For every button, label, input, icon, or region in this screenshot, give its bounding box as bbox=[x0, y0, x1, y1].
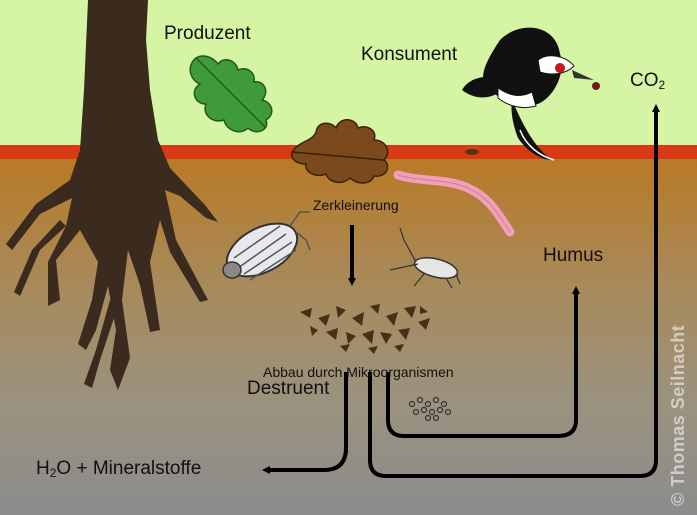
co2-main: CO bbox=[630, 70, 659, 91]
label-mineralstoffe: H2O + Mineralstoffe bbox=[36, 458, 201, 480]
water-rest: O + Mineralstoffe bbox=[56, 458, 201, 479]
label-konsument: Konsument bbox=[361, 44, 457, 66]
label-destruent: Destruent bbox=[247, 378, 329, 400]
label-zerkleinerung: Zerkleinerung bbox=[313, 197, 399, 213]
label-humus: Humus bbox=[543, 245, 603, 267]
water-h: H bbox=[36, 458, 50, 479]
label-co2: CO2 bbox=[630, 70, 665, 92]
co2-subscript: 2 bbox=[659, 78, 666, 92]
copyright-watermark: © Thomas Seilnacht bbox=[668, 325, 689, 506]
seed-icon bbox=[465, 149, 479, 155]
label-produzent: Produzent bbox=[164, 23, 251, 45]
